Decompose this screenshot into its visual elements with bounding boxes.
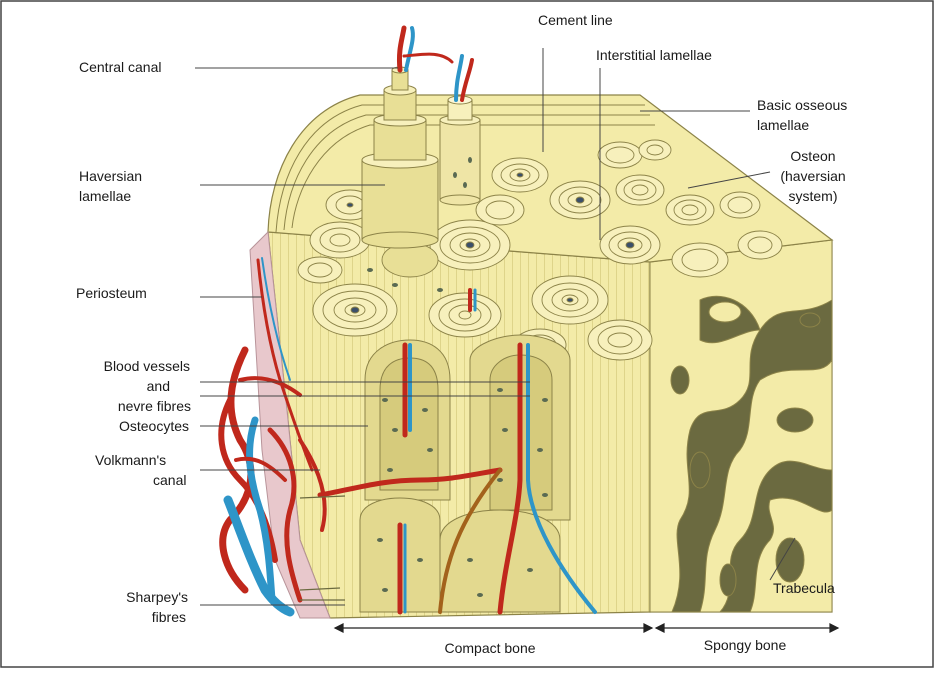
label-osteon-line2: (haversian [768,168,858,185]
label-blood-vessels-line2: and [60,378,170,395]
label-periosteum: Periosteum [76,285,147,302]
label-trabecula: Trabecula [773,580,835,597]
label-haversian-lamellae-line1: Haversian [79,168,142,185]
label-volkmanns-canal-line2: canal [153,472,186,489]
label-haversian-lamellae-line2: lamellae [79,188,131,205]
label-volkmanns-canal-line1: Volkmann's [95,452,166,469]
label-osteon-line3: system) [768,188,858,205]
osteon-cylinder-large [362,67,438,248]
label-blood-vessels-line1: Blood vessels [60,358,190,375]
label-compact-bone: Compact bone [400,640,580,657]
label-sharpeys-fibres-line2: fibres [60,609,186,626]
label-cement-line: Cement line [538,12,613,29]
label-central-canal: Central canal [79,59,162,76]
dimension-arrows [335,624,838,632]
label-osteon-line1: Osteon [768,148,858,165]
label-interstitial-lamellae: Interstitial lamellae [596,47,712,64]
label-osteocytes: Osteocytes [60,418,189,435]
label-sharpeys-fibres-line1: Sharpey's [60,589,188,606]
label-spongy-bone: Spongy bone [680,637,810,654]
label-basic-osseous-lamellae-line2: lamellae [757,117,809,134]
label-basic-osseous-lamellae-line1: Basic osseous [757,97,847,114]
label-blood-vessels-line3: nevre fibres [60,398,191,415]
